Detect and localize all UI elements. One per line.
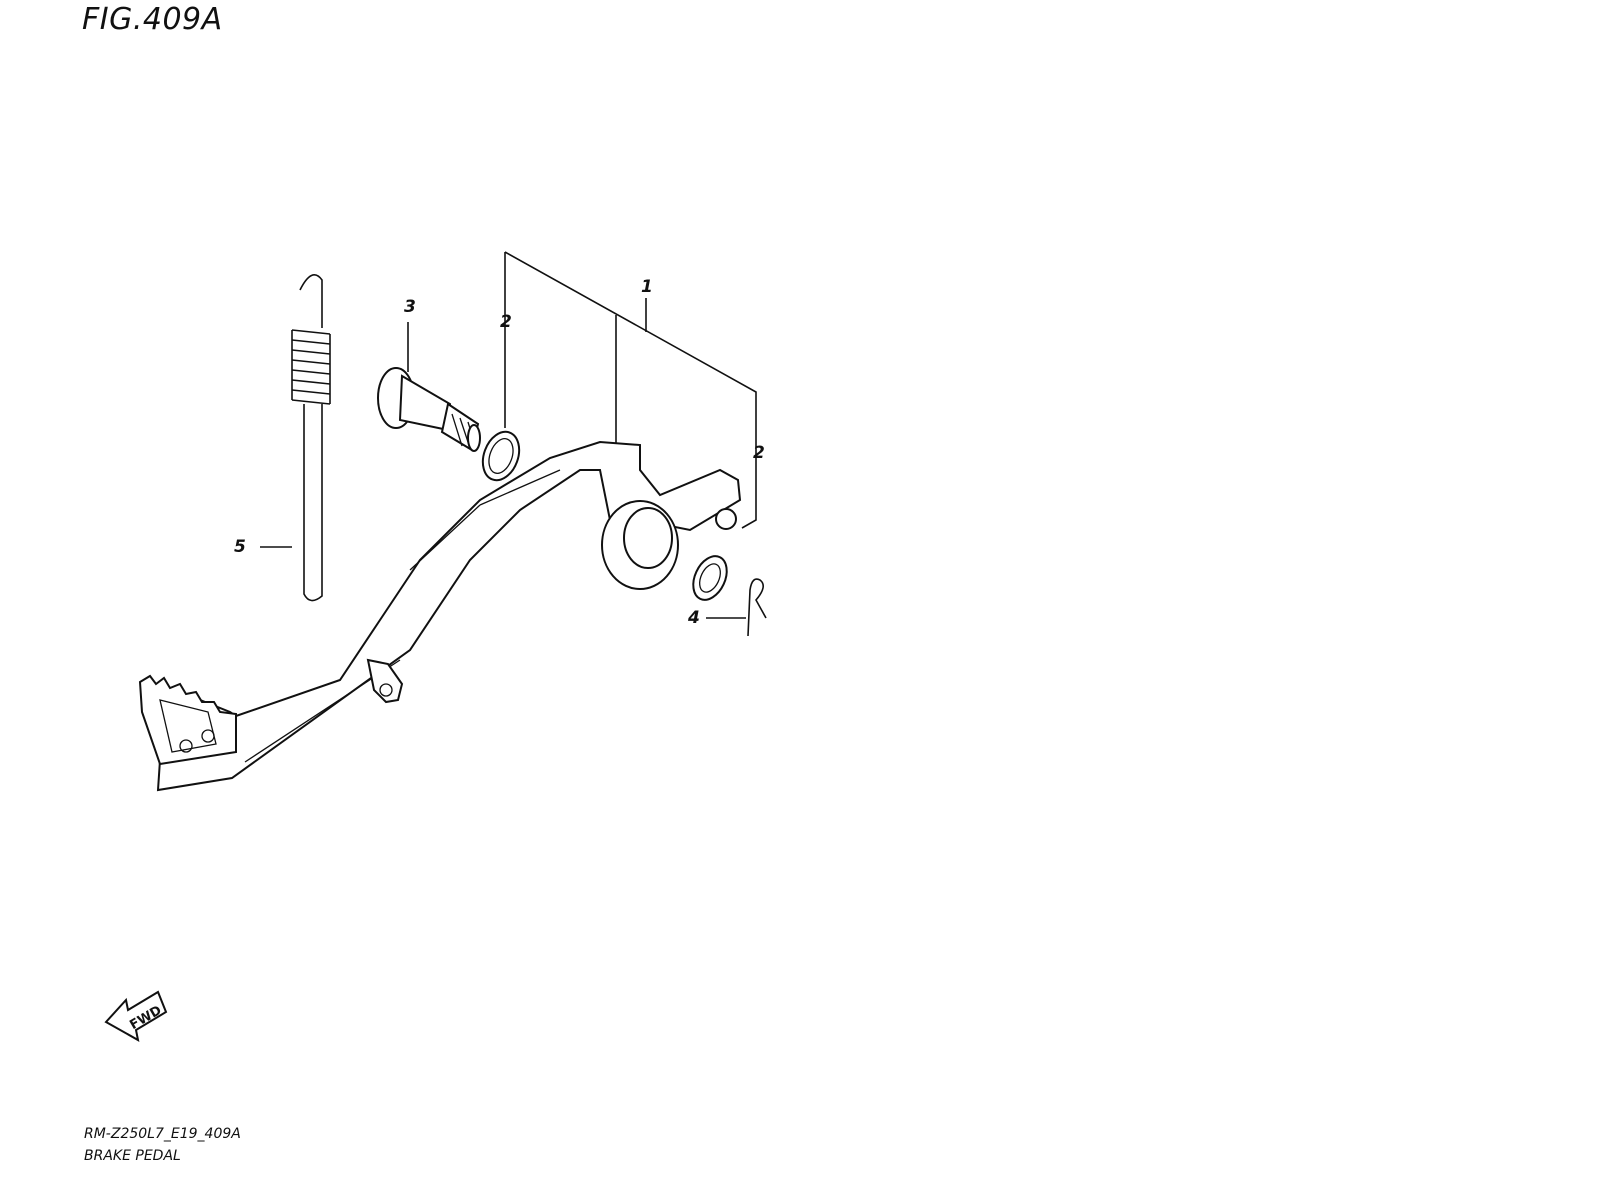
pivot-bolt[interactable] (377, 367, 481, 452)
leader-lines (260, 251, 757, 619)
return-spring[interactable] (291, 274, 331, 602)
callout-3: 3 (404, 297, 416, 317)
callout-2-top: 2 (500, 312, 512, 332)
callout-1: 1 (641, 277, 653, 297)
fwd-arrow-icon: FWD (104, 990, 168, 1042)
figure-title: FIG.409A (82, 2, 223, 37)
washer-top[interactable] (476, 427, 525, 486)
washer-right[interactable] (687, 551, 734, 605)
assembly-name: BRAKE PEDAL (84, 1148, 181, 1164)
callout-4: 4 (687, 608, 700, 628)
drawing-code: RM-Z250L7_E19_409A (84, 1126, 241, 1142)
brake-pedal-arm[interactable] (138, 440, 742, 792)
cotter-pin[interactable] (747, 578, 767, 637)
callout-2-right: 2 (753, 443, 765, 463)
callout-5: 5 (234, 537, 246, 557)
